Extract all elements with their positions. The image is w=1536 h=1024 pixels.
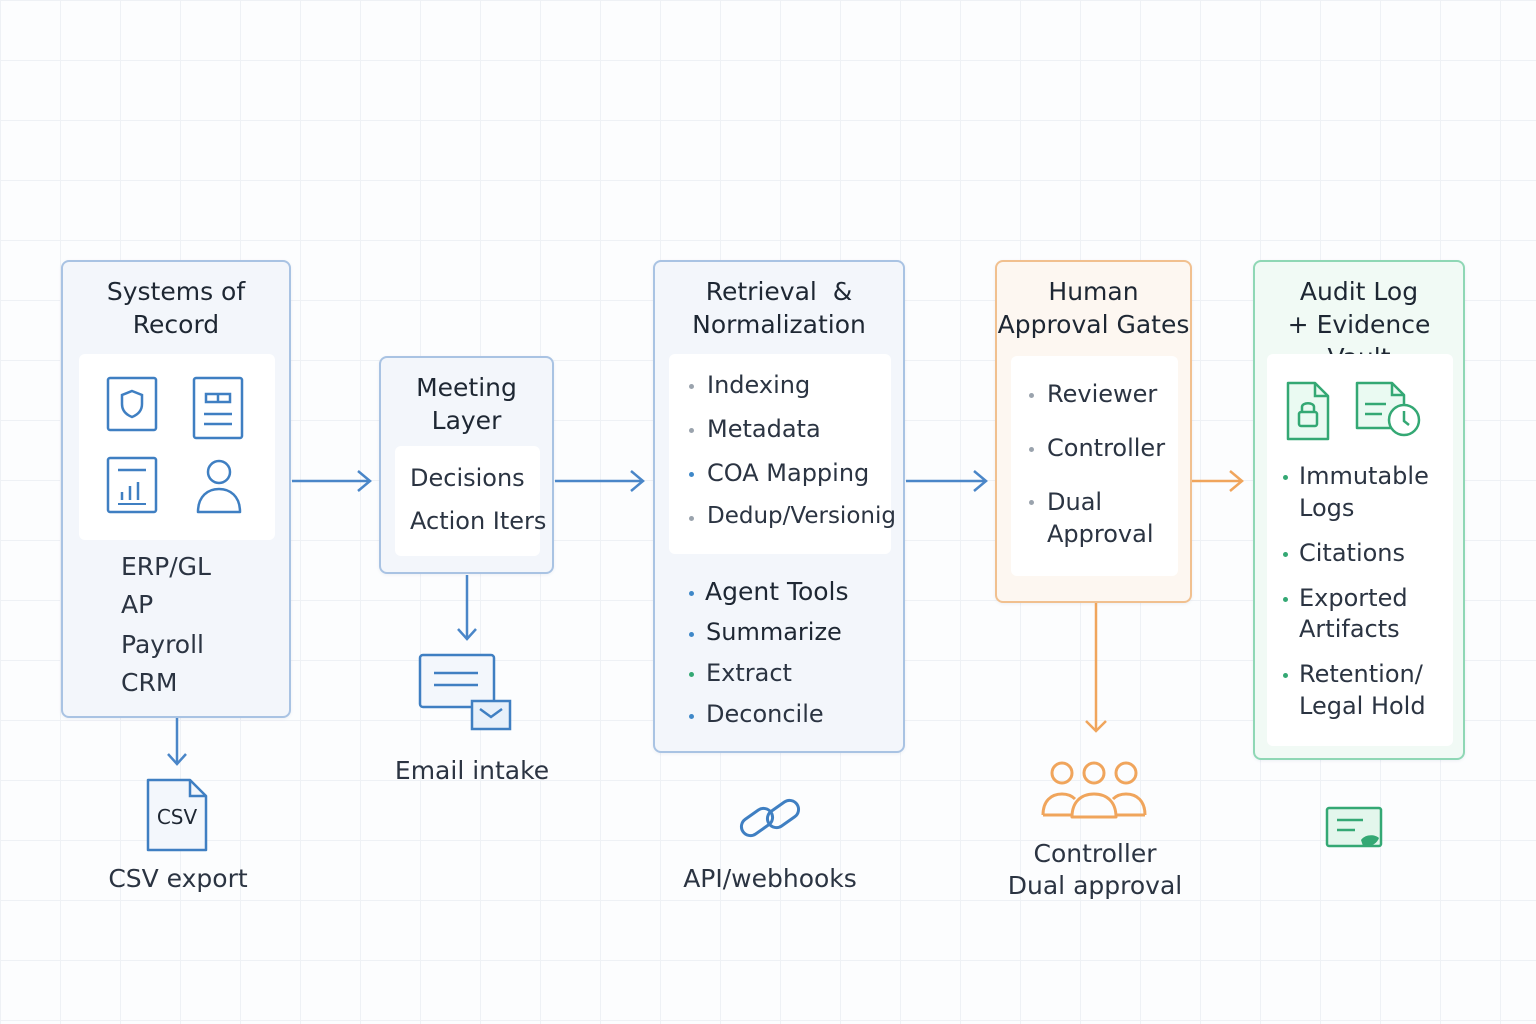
audit-item: Legal Hold — [1299, 692, 1426, 720]
retrieval-normalization-title: Retrieval & Normalization — [655, 275, 903, 341]
retrieval-item: Dedup/Versionig — [707, 503, 896, 529]
certificate-icon — [1325, 806, 1383, 848]
caption-line: Dual approval — [1007, 871, 1183, 900]
approval-item: Reviewer — [1047, 380, 1158, 408]
users-group-icon — [1041, 761, 1147, 819]
systems-item: ERP/GL — [121, 552, 211, 581]
bullet — [689, 428, 694, 433]
title-line: Layer — [431, 406, 502, 435]
title-line: Retrieval & — [705, 277, 853, 306]
caption-line: Controller — [1033, 839, 1157, 868]
audit-item: Immutable — [1299, 462, 1429, 490]
meeting-layer-title: Meeting Layer — [381, 371, 552, 437]
email-intake-label: Email intake — [394, 756, 550, 785]
csv-file-icon — [146, 778, 208, 852]
file-clock-icon — [1355, 381, 1421, 437]
title-line: Approval Gates — [997, 310, 1190, 339]
bullet — [1029, 500, 1034, 505]
meeting-layer-panel: Meeting Layer — [379, 356, 554, 574]
audit-item: Artifacts — [1299, 615, 1400, 643]
approval-item: Dual — [1047, 488, 1103, 516]
systems-item: Payroll — [121, 630, 204, 659]
agent-tool-item: Summarize — [706, 618, 842, 646]
systems-of-record-title: Systems of Record — [63, 275, 289, 341]
retrieval-normalization-panel: Retrieval & Normalization — [653, 260, 905, 753]
bullet — [689, 384, 694, 389]
email-icon — [418, 653, 512, 731]
flow-arrow — [555, 470, 645, 492]
retrieval-item: COA Mapping — [707, 459, 870, 487]
flow-arrow — [906, 470, 988, 492]
locked-file-icon — [1286, 381, 1330, 441]
csv-export-label: CSV export — [108, 864, 248, 893]
title-line: Audit Log — [1299, 277, 1419, 306]
bullet — [1283, 475, 1288, 480]
systems-item: AP — [121, 590, 154, 619]
audit-item: Logs — [1299, 494, 1355, 522]
shield-icon — [106, 376, 158, 432]
csv-badge: CSV — [156, 805, 198, 829]
bullet — [1283, 552, 1288, 557]
meeting-item: Decisions — [410, 464, 525, 492]
bullet — [689, 591, 694, 596]
approval-item: Approval — [1047, 520, 1154, 548]
title-line: Record — [132, 310, 220, 339]
audit-item: Retention/ — [1299, 660, 1423, 688]
title-line: Normalization — [692, 310, 866, 339]
report-chart-icon — [106, 456, 158, 514]
document-icon — [192, 376, 244, 440]
title-line: Meeting — [416, 373, 517, 402]
retrieval-item: Indexing — [707, 371, 811, 399]
human-approval-gates-panel: Human Approval Gates — [995, 260, 1192, 603]
meeting-items-box — [395, 446, 540, 556]
systems-item: CRM — [121, 668, 178, 697]
down-arrow-icon — [457, 575, 477, 641]
bullet — [689, 472, 694, 477]
bullet — [1283, 597, 1288, 602]
flow-arrow — [292, 470, 372, 492]
bullet — [689, 672, 694, 677]
api-webhooks-label: API/webhooks — [683, 864, 857, 893]
bullet — [1283, 673, 1288, 678]
bullet — [689, 516, 694, 521]
agent-tools-heading: Agent Tools — [705, 577, 849, 606]
bullet — [1029, 393, 1034, 398]
retrieval-item: Metadata — [707, 415, 821, 443]
meeting-item: Action Iters — [410, 507, 547, 535]
down-arrow-icon — [167, 718, 187, 766]
agent-tool-item: Deconcile — [706, 700, 824, 728]
approval-item: Controller — [1047, 434, 1166, 462]
agent-tool-item: Extract — [706, 659, 792, 687]
bullet — [689, 632, 694, 637]
approval-items-box — [1011, 356, 1178, 576]
retrieval-items-box — [669, 354, 891, 554]
bullet — [1029, 447, 1034, 452]
audit-item: Exported — [1299, 584, 1408, 612]
human-approval-gates-title: Human Approval Gates — [997, 275, 1190, 341]
bullet — [689, 714, 694, 719]
audit-item: Citations — [1299, 539, 1406, 567]
controller-caption: Controller Dual approval — [1000, 838, 1190, 902]
user-icon — [196, 459, 242, 514]
link-icon — [739, 798, 801, 838]
title-line: Systems of — [106, 277, 246, 306]
flow-arrow — [1192, 470, 1244, 492]
title-line: Human — [1048, 277, 1139, 306]
down-arrow-icon — [1085, 603, 1107, 733]
